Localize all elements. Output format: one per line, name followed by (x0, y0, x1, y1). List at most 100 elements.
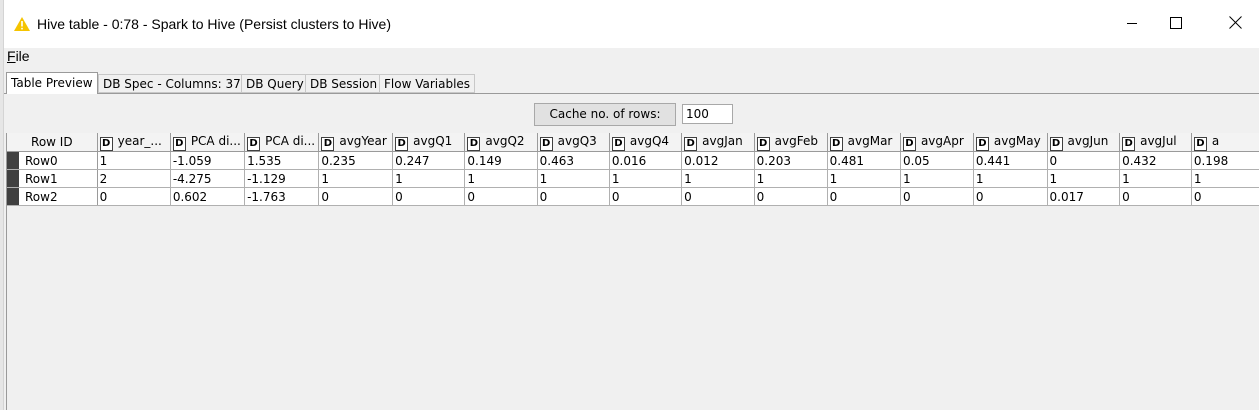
table-cell: 0 (900, 187, 974, 206)
tab-db-query[interactable]: DB Query (241, 74, 309, 93)
table-cell: 0 (392, 187, 466, 206)
table-cell: 2 (97, 169, 171, 188)
table-cell: 0 (754, 187, 828, 206)
title-bar[interactable]: Hive table - 0:78 - Spark to Hive (Persi… (4, 0, 1259, 48)
window-left-edge (0, 0, 4, 410)
table-cell: 0 (1047, 151, 1121, 170)
table-cell: 0.432 (1119, 151, 1192, 170)
close-button[interactable] (1207, 0, 1259, 48)
table-cell: 0 (464, 187, 538, 206)
table-cell: 0.017 (1047, 187, 1121, 206)
tab-flow-variables[interactable]: Flow Variables (379, 74, 476, 93)
table-cell: 1 (97, 151, 171, 170)
row-id-cell: Row0 (7, 151, 98, 170)
table-cell: 0.149 (464, 151, 538, 170)
table-cell: 0 (827, 187, 901, 206)
table-cell: 0.463 (537, 151, 610, 170)
table-cell: 0 (318, 187, 394, 206)
table-cell: 0.602 (170, 187, 246, 206)
table-row[interactable]: Row0 1 -1.059 1.535 0.235 0.247 0.149 0.… (7, 151, 1259, 170)
double-type-icon: D (247, 136, 261, 151)
cache-rows-input[interactable] (682, 104, 733, 124)
table-cell: 1 (464, 169, 538, 188)
double-type-icon: D (1122, 136, 1136, 151)
table-cell: 1 (1047, 169, 1121, 188)
table-cell: 0.198 (1191, 151, 1259, 170)
table-cell: -1.129 (244, 169, 320, 188)
double-type-icon: D (829, 136, 843, 151)
menu-bar: File (4, 48, 1259, 68)
tab-db-session[interactable]: DB Session (305, 74, 383, 93)
maximize-button[interactable] (1148, 0, 1204, 48)
table-cell: 1 (318, 169, 394, 188)
table-cell: 1 (609, 169, 683, 188)
table-cell: 0 (609, 187, 683, 206)
table-cell: -1.059 (170, 151, 246, 170)
table-cell: -1.763 (244, 187, 320, 206)
table-cell: -4.275 (170, 169, 246, 188)
table-row[interactable]: Row2 0 0.602 -1.763 0 0 0 0 0 0 0 0 0 0 … (7, 187, 1259, 206)
tab-bar: Table Preview DB Spec - Columns: 37 DB Q… (4, 72, 1259, 94)
table-cell: 1 (1191, 169, 1259, 188)
table-cell: 0.481 (827, 151, 901, 170)
double-type-icon: D (395, 136, 409, 151)
table-cell: 0 (1119, 187, 1192, 206)
table-cell: 0.05 (900, 151, 974, 170)
double-type-icon: D (321, 136, 335, 151)
table-cell: 1 (392, 169, 466, 188)
table-cell: 0.441 (973, 151, 1048, 170)
table-cell: 0.016 (609, 151, 683, 170)
double-type-icon: D (172, 136, 186, 151)
warning-triangle-icon (14, 17, 30, 34)
table-cell: 0 (97, 187, 171, 206)
table-row[interactable]: Row1 2 -4.275 -1.129 1 1 1 1 1 1 1 1 1 1… (7, 169, 1259, 188)
table-cell: 0.235 (318, 151, 394, 170)
table-cell: 1.535 (244, 151, 320, 170)
double-type-icon: D (539, 136, 553, 151)
window-title: Hive table - 0:78 - Spark to Hive (Persi… (37, 16, 392, 32)
table-cell: 1 (681, 169, 755, 188)
table-cell: 0.247 (392, 151, 466, 170)
table-cell: 0 (537, 187, 610, 206)
cache-rows-button[interactable]: Cache no. of rows: (534, 103, 676, 126)
table-cell: 0 (973, 187, 1048, 206)
table-cell: 1 (973, 169, 1048, 188)
table-cell: 1 (827, 169, 901, 188)
table-cell: 0.203 (754, 151, 828, 170)
double-type-icon: D (467, 136, 481, 151)
row-marker (7, 188, 19, 205)
minimize-button[interactable] (1104, 0, 1160, 48)
tab-table-preview[interactable]: Table Preview (6, 72, 98, 94)
column-header-row-id[interactable]: Row ID (7, 133, 98, 152)
table-cell: 0 (681, 187, 755, 206)
table-cell: 0.012 (681, 151, 755, 170)
table-cell: 1 (900, 169, 974, 188)
table-cell: 1 (754, 169, 828, 188)
table-cell: 1 (1119, 169, 1192, 188)
double-type-icon: D (684, 136, 698, 151)
row-id-cell: Row2 (7, 187, 98, 206)
menu-file[interactable]: File (7, 48, 30, 64)
tab-db-spec[interactable]: DB Spec - Columns: 37 (98, 74, 246, 93)
double-type-icon: D (902, 136, 916, 151)
double-type-icon: D (611, 136, 625, 151)
